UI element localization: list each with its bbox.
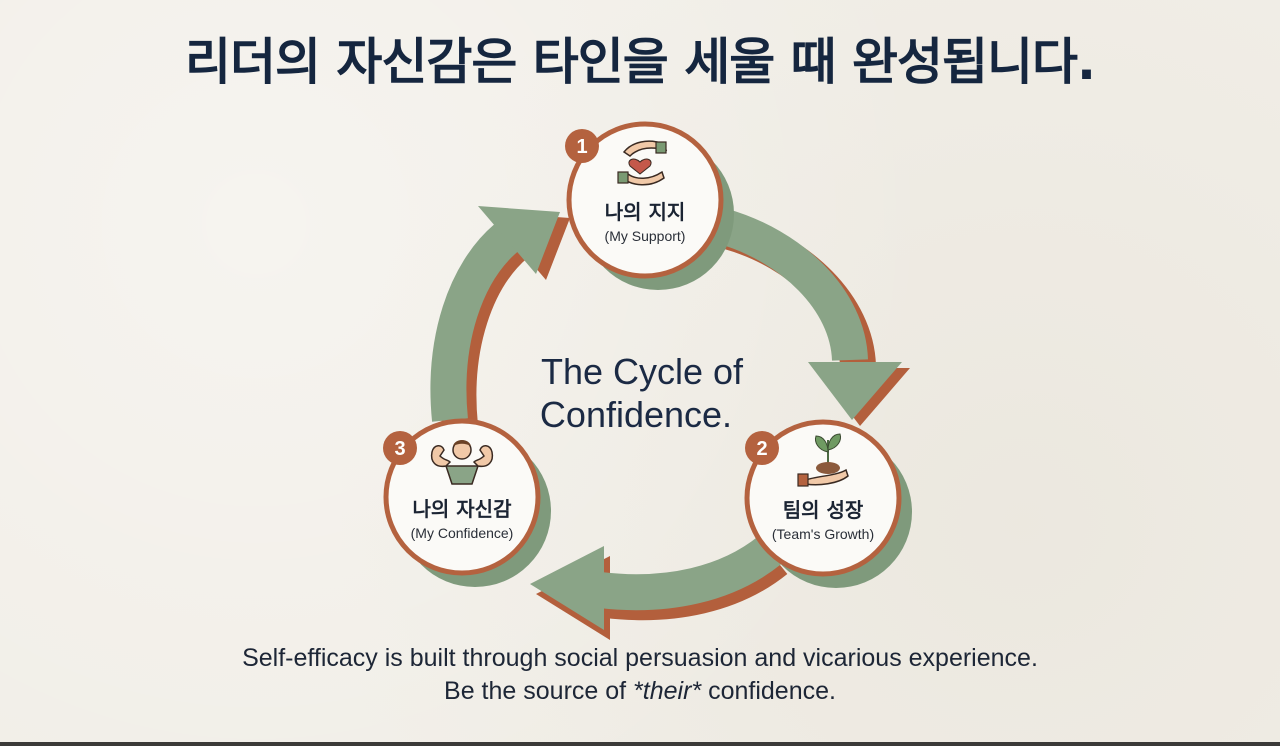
bottom-divider bbox=[0, 742, 1280, 746]
cycle-center-title-line2: Confidence. bbox=[540, 394, 732, 435]
cycle-node-my-confidence: 나의 자신감 (My Confidence) 3 bbox=[383, 418, 551, 587]
node-2-number: 2 bbox=[756, 438, 767, 460]
node-1-number: 1 bbox=[576, 136, 587, 158]
node-1-subtitle: (My Support) bbox=[605, 228, 686, 244]
cycle-node-team-growth: 팀의 성장 (Team's Growth) 2 bbox=[744, 419, 912, 588]
caption-line-2-suffix: confidence. bbox=[701, 677, 836, 705]
node-2-subtitle: (Team's Growth) bbox=[772, 526, 874, 542]
node-3-subtitle: (My Confidence) bbox=[411, 525, 514, 541]
node-2-title: 팀의 성장 bbox=[783, 498, 864, 522]
cycle-node-my-support: 나의 지지 (My Support) 1 bbox=[565, 121, 734, 290]
caption-line-2: Be the source of *their* confidence. bbox=[0, 677, 1280, 706]
cycle-arrow-growth-to-confidence bbox=[530, 535, 788, 640]
node-1-badge bbox=[565, 129, 599, 163]
cycle-arrow-confidence-to-support bbox=[430, 206, 570, 428]
cycle-arrow-support-to-growth bbox=[716, 208, 910, 426]
hand-sprout-icon bbox=[797, 433, 849, 487]
page-title: 리더의 자신감은 타인을 세울 때 완성됩니다. bbox=[184, 33, 1096, 91]
node-3-badge bbox=[383, 431, 417, 465]
caption-line-2-prefix: Be the source of bbox=[444, 677, 634, 705]
flexing-person-icon bbox=[430, 440, 494, 485]
caption-line-1: Self-efficacy is built through social pe… bbox=[242, 644, 1038, 672]
node-1-title: 나의 지지 bbox=[605, 200, 686, 224]
node-2-badge bbox=[745, 431, 779, 465]
node-3-title: 나의 자신감 bbox=[413, 497, 513, 521]
caption-line-2-emphasis: *their* bbox=[633, 677, 702, 705]
cycle-center-title-line1: The Cycle of bbox=[541, 351, 744, 392]
node-3-number: 3 bbox=[394, 438, 405, 460]
caring-hands-heart-icon bbox=[617, 140, 668, 186]
